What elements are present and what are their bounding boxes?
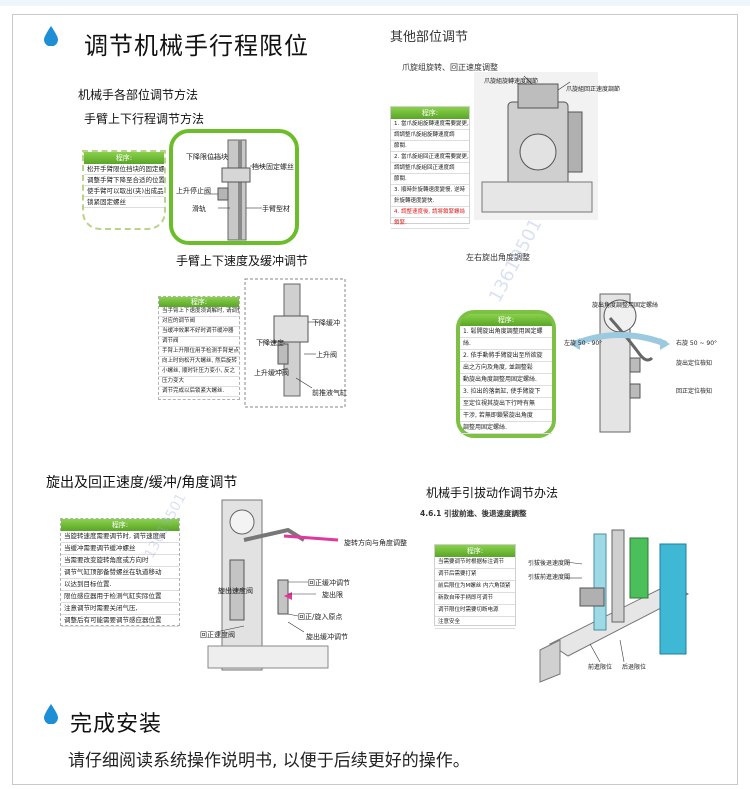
arm-updown-diagram: [169, 129, 299, 245]
footer-note: 请仔细阅读系统操作说明书, 以便于后续更好的操作。: [68, 751, 470, 771]
label-up-buffer: 上升缓冲阀: [254, 369, 289, 377]
water-drop-icon: [44, 26, 58, 46]
angle-subtitle: 左右旋出角度調整: [466, 253, 530, 262]
angle-card: 程序: 1. 鬆開旋出角度調整用固定螺 絲. 2. 依手動將手臂旋出至所欲旋 出…: [456, 310, 556, 438]
angle-diagram: [570, 293, 670, 433]
pull-diagram: [539, 529, 690, 683]
label-return-point: 回正/旋入原点: [298, 613, 343, 621]
section-title-adjust: 调节机械手行程限位: [84, 32, 309, 60]
label-angle-screw: 旋出角度調整用固定螺絲: [592, 302, 659, 309]
label-rot-speed: 爪旋組旋轉速度調節: [484, 78, 539, 85]
top-strip: [0, 0, 750, 6]
arm-updown-title: 手臂上下行程调节方法: [84, 112, 205, 126]
label-up-pos: 上升停止阀: [176, 187, 211, 195]
swing-diagram: [207, 499, 339, 671]
label-out-speed: 旋出速度阀: [218, 587, 253, 595]
water-drop-icon: [44, 704, 58, 724]
label-rear-limit: 后退限位: [622, 664, 647, 671]
swing-card: 程序: 当旋转速度需要调节时, 调节速度阀 当缓冲需要调节缓冲螺丝 当需要改变旋…: [60, 518, 180, 627]
claw-speed-diagram: [474, 72, 598, 220]
pull-title: 机械手引拔动作调节办法: [426, 486, 559, 500]
label-lower-block: 下降限位挡块: [186, 153, 228, 161]
label-out-pos: 旋出定位檢知: [676, 360, 713, 367]
arm-updown-card: 程序: 松开手臂限位挡块的固定螺丝, 调整手臂下降至合适的位置 使手臂可以取出(…: [82, 150, 166, 230]
claw-speed-subtitle: 爪旋组旋转、回正速度调整: [402, 63, 498, 72]
label-rail: 滑轨: [192, 205, 206, 213]
section-title-other: 其他部位调节: [390, 30, 469, 45]
pull-subtitle: 4.6.1 引拔前進、後退速度調整: [420, 509, 527, 518]
label-return-speed: 爪旋組回正速度調節: [566, 86, 621, 93]
label-return-buffer: 回正缓冲调节: [308, 579, 350, 587]
label-up: 上升阀: [316, 351, 337, 359]
arm-speed-diagram: [244, 278, 346, 408]
label-out-limit: 旋出限: [322, 591, 343, 599]
label-front-limit: 前進限位: [588, 664, 613, 671]
label-return-pos: 回正定位檢知: [676, 388, 713, 395]
label-arm-profile: 手臂型材: [262, 205, 290, 213]
left-top-subtitle: 机械手各部位调节方法: [78, 88, 199, 102]
arm-speed-card: 程序: 当手臂上下速度须调解时, 请调整 对应的调节阀 当缓冲效果不好时调节缓冲…: [158, 296, 240, 400]
label-lower-buffer: 下降缓冲: [312, 319, 340, 327]
section-title-finish: 完成安装: [70, 712, 163, 737]
pull-card: 程序: 当需要调节时根据标注调节 调节后需要打紧 前后限位为M螺丝 内六角锁紧 …: [434, 544, 516, 629]
claw-speed-card: 程序: 1. 當爪旋組旋轉速度需要變更, 調調整爪旋組旋轉速度調 節閥. 2. …: [390, 106, 470, 229]
label-lower-speed: 下降速度: [256, 339, 284, 347]
swing-title: 旋出及回正速度/缓冲/角度调节: [46, 475, 238, 491]
label-return-speed: 回正速度阀: [200, 631, 235, 639]
label-left-angle: 左旋 50 - 90°: [564, 340, 603, 347]
label-direction: 旋转方向与角度调整: [344, 539, 407, 547]
label-block-screw: 挡块固定螺丝: [252, 163, 294, 171]
label-right-angle: 右旋 50 ~ 90°: [676, 340, 718, 347]
label-fwd-speed: 引拔前進速度閥: [528, 574, 571, 581]
label-out-buffer: 旋出缓冲调节: [306, 633, 348, 641]
arm-speed-title: 手臂上下速度及缓冲调节: [176, 254, 309, 268]
label-hydraulic: 前推液气缸: [312, 389, 347, 397]
page-frame: [12, 14, 738, 785]
label-back-speed: 引拔後退速度閥: [528, 560, 571, 567]
